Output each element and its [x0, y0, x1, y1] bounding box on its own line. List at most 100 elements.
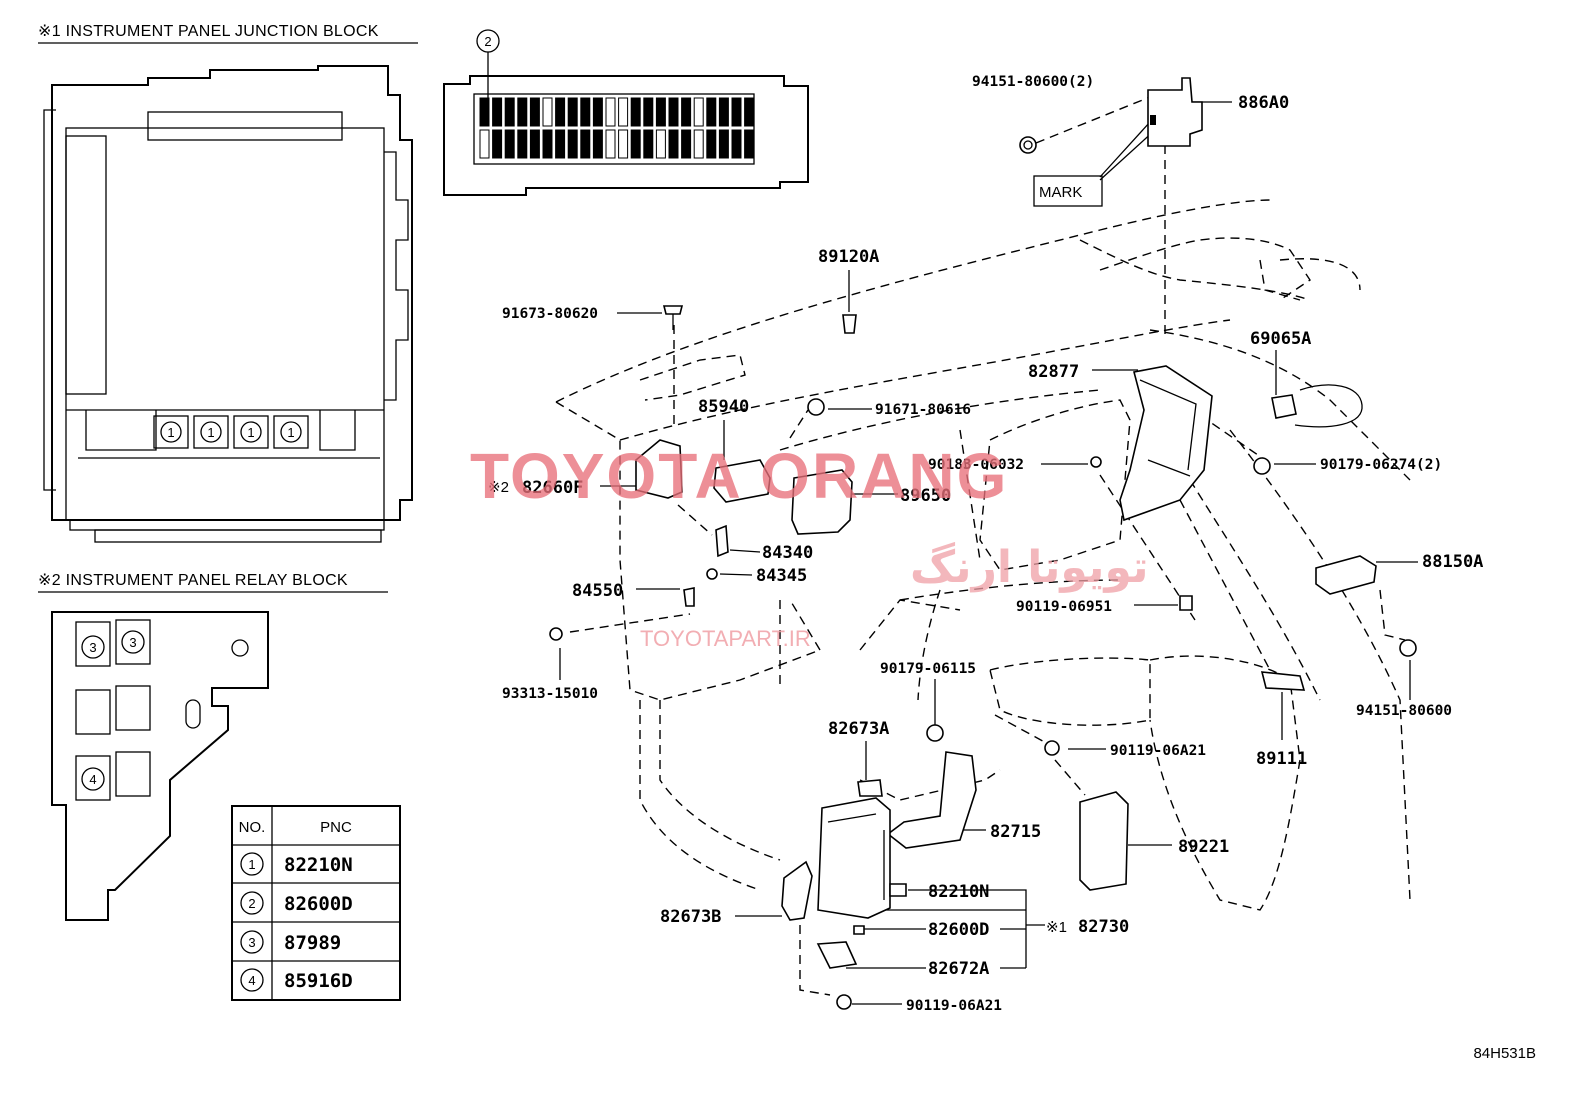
label-90179-06115: 90179-06115	[880, 661, 976, 677]
relay-slot-number: 3	[129, 635, 136, 650]
fuse-cell	[706, 97, 717, 127]
fuse-cell	[580, 97, 591, 127]
fuse-cell	[643, 97, 654, 127]
label-82730-prefix: ※1	[1046, 919, 1067, 936]
label-82673B: 82673B	[660, 907, 721, 927]
label-82715: 82715	[990, 822, 1041, 842]
relay-block-drawing: 3 3 4	[51, 611, 269, 921]
fuse-cell	[555, 97, 566, 127]
label-89120A: 89120A	[818, 247, 879, 267]
watermark-line1: TOYOTA ORANG	[470, 440, 1008, 512]
table-row-no: 2	[248, 896, 255, 911]
fuse-cell	[668, 97, 679, 127]
fuse-cell	[718, 129, 729, 159]
junction-connector-number: 1	[167, 425, 174, 440]
label-82730: 82730	[1078, 917, 1129, 937]
relay-slot-number: 3	[89, 640, 96, 655]
label-69065A: 69065A	[1250, 329, 1311, 349]
junction-connector-number: 1	[207, 425, 214, 440]
table-row-pnc: 87989	[284, 932, 341, 954]
fuse-cell	[731, 129, 742, 159]
fuse-cell	[542, 129, 553, 159]
fuse-cell	[693, 97, 704, 127]
label-89221: 89221	[1178, 837, 1229, 857]
drawing-code: 84H531B	[1473, 1045, 1536, 1062]
fuse-cell	[592, 97, 603, 127]
label-91673-80620: 91673-80620	[502, 306, 598, 322]
watermark: TOYOTA ORANG تویوتا ارنگ TOYOTAPART.IR	[470, 440, 1149, 651]
fuse-cell	[517, 129, 528, 159]
watermark-line2: تویوتا ارنگ	[910, 542, 1149, 593]
fuse-cell	[618, 97, 629, 127]
fuse-cell	[567, 129, 578, 159]
label-82673A: 82673A	[828, 719, 889, 739]
junction-connector-number: 1	[287, 425, 294, 440]
fuse-cell	[529, 129, 540, 159]
fuse-cell	[492, 129, 503, 159]
label-82210N: 82210N	[928, 882, 989, 902]
label-94151-80600-2: 94151-80600(2)	[972, 74, 1094, 90]
label-82660F-prefix: ※2	[488, 479, 509, 496]
label-886A0: 886A0	[1238, 93, 1289, 113]
fuse-cell	[567, 97, 578, 127]
parts-drawings	[549, 77, 1417, 1010]
fuse-cell	[655, 97, 666, 127]
callout-labels: 94151-80600(2) 886A0 MARK 89120A 91673-8…	[488, 74, 1483, 1014]
fuse-strip-number: 2	[484, 34, 491, 49]
table-row-pnc: 82600D	[284, 893, 353, 915]
fuse-cell	[592, 129, 603, 159]
table-row-no: 3	[248, 935, 255, 950]
fuse-cell	[706, 129, 717, 159]
label-94151-80600: 94151-80600	[1356, 703, 1452, 719]
label-93313-15010: 93313-15010	[502, 686, 598, 702]
label-82672A: 82672A	[928, 959, 989, 979]
fuse-cell	[529, 97, 540, 127]
label-84340: 84340	[762, 543, 813, 563]
label-89111: 89111	[1256, 749, 1307, 769]
fuse-cell	[693, 129, 704, 159]
instrument-panel-outline	[555, 199, 1411, 911]
label-82877: 82877	[1028, 362, 1079, 382]
table-row-no: 4	[248, 973, 255, 988]
table-row-no: 1	[248, 857, 255, 872]
fuse-cell	[504, 129, 515, 159]
fuse-cell	[655, 129, 666, 159]
label-91671-80616: 91671-80616	[875, 402, 971, 418]
label-88150A: 88150A	[1422, 552, 1483, 572]
label-84550: 84550	[572, 581, 623, 601]
mark-box	[1033, 175, 1103, 207]
fuse-cell	[504, 97, 515, 127]
label-85940: 85940	[698, 397, 749, 417]
label-90183-06032: 90183-06032	[928, 457, 1024, 473]
relay-block-title: ※2 INSTRUMENT PANEL RELAY BLOCK	[38, 572, 348, 589]
fuse-cell	[492, 97, 503, 127]
fuse-cell	[668, 129, 679, 159]
fuse-cell	[681, 97, 692, 127]
junction-connector-number: 1	[247, 425, 254, 440]
table-header-no: NO.	[239, 819, 266, 836]
fuse-cell	[605, 97, 616, 127]
label-90119-06951: 90119-06951	[1016, 599, 1112, 615]
fuse-cell	[630, 97, 641, 127]
label-82660F: 82660F	[522, 478, 583, 498]
label-90119-06A21-b: 90119-06A21	[906, 998, 1002, 1014]
fuse-cell	[744, 129, 755, 159]
watermark-line3: TOYOTAPART.IR	[640, 626, 811, 651]
table-row-pnc: 82210N	[284, 854, 353, 876]
label-mark: MARK	[1039, 184, 1082, 201]
leader-lines	[559, 96, 1418, 1005]
table-row-pnc: 85916D	[284, 970, 353, 992]
junction-block-drawing: 1 1 1 1	[43, 65, 413, 543]
fuse-row-top	[479, 97, 755, 127]
fuse-cell	[479, 97, 490, 127]
fuse-cell	[630, 129, 641, 159]
label-90119-06A21-a: 90119-06A21	[1110, 743, 1206, 759]
fuse-cell	[618, 129, 629, 159]
fuse-cell	[643, 129, 654, 159]
fuse-cell	[479, 129, 490, 159]
label-90179-06274-2: 90179-06274(2)	[1320, 457, 1442, 473]
label-84345: 84345	[756, 566, 807, 586]
fuse-cell	[517, 97, 528, 127]
fuse-cell	[731, 97, 742, 127]
